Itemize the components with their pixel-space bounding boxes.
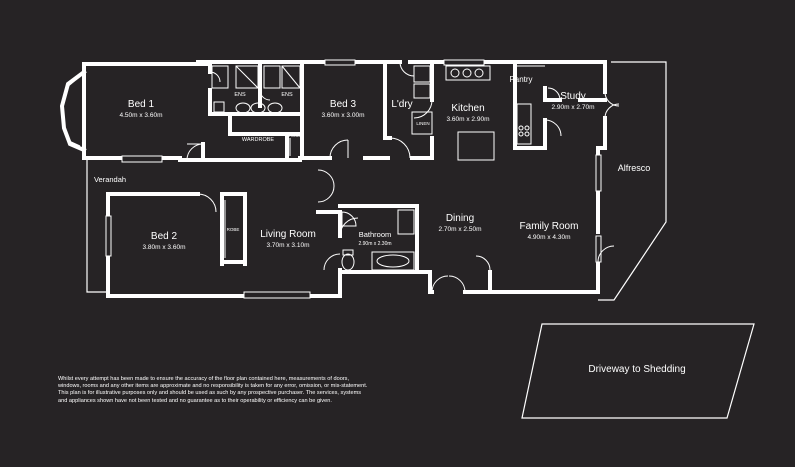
room-bed3: Bed 3 3.60m x 3.00m: [322, 100, 365, 120]
room-pantry-name: Pantry: [509, 75, 533, 84]
area-alfresco-name: Alfresco: [617, 163, 651, 173]
verandah-outline: [86, 61, 667, 301]
room-living: Living Room 3.70m x 3.10m: [260, 230, 316, 250]
room-bed1-name: Bed 1: [127, 99, 155, 110]
room-study-name: Study: [560, 91, 586, 102]
room-kitchen-name: Kitchen: [451, 103, 485, 114]
room-living-dims: 3.70m x 3.10m: [266, 242, 310, 249]
room-bed3-dims: 3.60m x 3.00m: [321, 112, 365, 119]
room-living-name: Living Room: [260, 229, 316, 240]
room-family-dims: 4.90m x 4.30m: [527, 234, 571, 241]
room-bathroom: Bathroom 2.90m x 2.30m: [358, 231, 391, 247]
door-swings: [186, 61, 620, 293]
room-ens2-name: ENS: [281, 92, 293, 98]
room-linen-name: LINEN: [416, 121, 430, 126]
room-bed2-name: Bed 2: [150, 231, 178, 242]
exterior-walls: [82, 60, 607, 298]
room-kitchen: Kitchen 3.60m x 2.90m: [447, 104, 490, 124]
room-bed2-dims: 3.80m x 3.60m: [142, 244, 186, 251]
room-dining: Dining 2.70m x 2.50m: [439, 214, 482, 234]
driveway-outline: [521, 323, 755, 419]
area-driveway-name: Driveway to Shedding: [588, 364, 686, 375]
windows: [105, 59, 602, 299]
room-bed3-name: Bed 3: [329, 99, 357, 110]
room-bathroom-dims: 2.90m x 2.30m: [358, 240, 392, 247]
room-kitchen-dims: 3.60m x 2.90m: [446, 116, 490, 123]
disclaimer-text: Whilst every attempt has been made to en…: [58, 376, 368, 404]
room-dining-name: Dining: [445, 213, 475, 224]
room-bathroom-name: Bathroom: [358, 230, 392, 239]
room-family-name: Family Room: [519, 221, 579, 232]
room-bed1: Bed 1 4.50m x 3.60m: [120, 100, 163, 120]
room-laundry-name: L'dry: [391, 99, 413, 110]
room-bed1-dims: 4.50m x 3.60m: [119, 112, 163, 119]
room-study: Study 2.90m x 2.70m: [552, 92, 595, 112]
fixtures: [211, 65, 545, 271]
area-verandah-name: Verandah: [93, 175, 127, 184]
room-robe2-name: ROBE: [226, 227, 240, 232]
room-study-dims: 2.90m x 2.70m: [551, 104, 595, 111]
room-family: Family Room 4.90m x 4.30m: [520, 222, 579, 242]
bay-window: [59, 69, 87, 153]
room-robe1-name: ROBE: [288, 133, 302, 138]
room-bed2: Bed 2 3.80m x 3.60m: [143, 232, 186, 252]
room-ens1-name: ENS: [234, 92, 246, 98]
room-dining-dims: 2.70m x 2.50m: [438, 226, 482, 233]
room-wardrobe-name: WARDROBE: [241, 137, 275, 143]
